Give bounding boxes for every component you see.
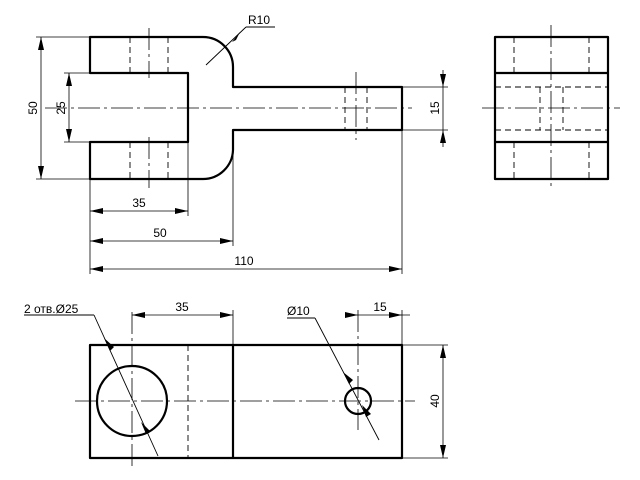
small-hole-callout: Ø10 [287,304,380,441]
dim-fork-50-label: 50 [153,226,167,240]
dim-neck-15: 15 [402,70,448,147]
dim-neck-15-label: 15 [428,101,442,115]
side-view [482,25,620,190]
radius-label: R10 [248,13,270,27]
dim-total-110: 110 [90,130,403,274]
top-view-outline [88,343,404,460]
dim-width-40: 40 [402,344,448,459]
dim-height-50: 50 [26,36,90,180]
holes-callout: 2 отв.Ø25 [24,302,159,457]
dim-height-50-label: 50 [26,101,40,115]
dim-slot-depth-35-label: 35 [132,196,146,210]
dim-hole-offset-15: 15 [345,300,410,345]
dim-slot-25: 25 [54,72,90,143]
dim-fork-50: 50 [90,150,234,246]
top-view [75,310,415,470]
dim-hole-spacing-35-label: 35 [175,300,189,314]
dim-width-40-label: 40 [428,394,442,408]
dim-hole-offset-15-label: 15 [373,300,387,314]
radius-callout: R10 [205,13,275,66]
holes-note-label: 2 отв.Ø25 [24,302,79,316]
small-hole-label: Ø10 [287,304,310,318]
dim-slot-25-label: 25 [54,101,68,115]
dim-total-110-label: 110 [234,254,253,268]
dim-hole-spacing-35: 35 [132,300,234,345]
dim-slot-depth-35: 35 [89,142,189,274]
front-view [45,28,412,188]
